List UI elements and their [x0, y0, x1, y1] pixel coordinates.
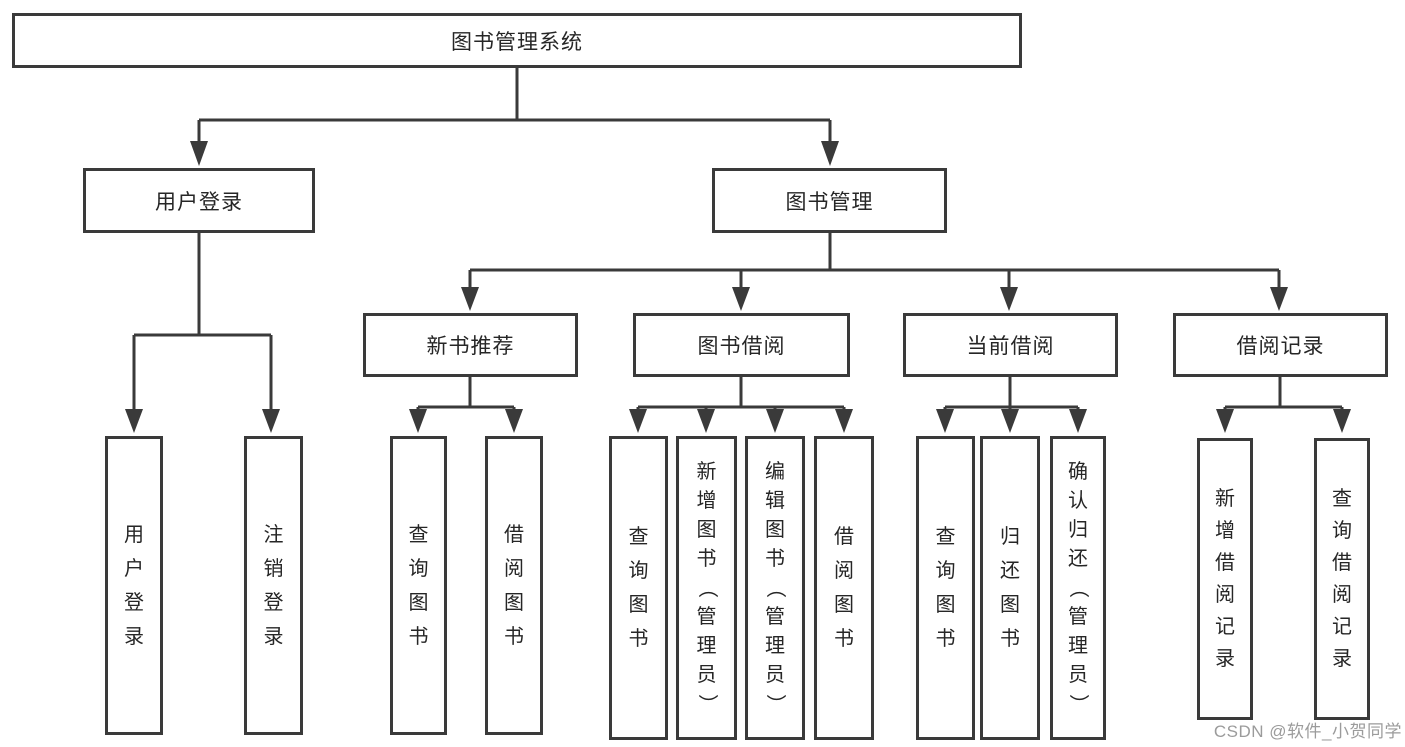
leaf-logout-label: 注销登录: [263, 523, 284, 648]
node-book-management-label: 图书管理: [785, 190, 874, 214]
node-book-management: 图书管理: [712, 168, 947, 233]
node-current-borrow-label: 当前借阅: [966, 335, 1055, 358]
leaf-user-login: 用户登录: [105, 436, 163, 735]
leaf-add-borrow-record: 新增借阅记录: [1197, 438, 1253, 720]
node-root-system-label: 图书管理系统: [451, 30, 583, 54]
leaf-return-books-label: 归还图书: [1000, 526, 1020, 650]
leaf-borrow-books-recommend: 借阅图书: [485, 436, 543, 735]
leaf-borrow-books: 借阅图书: [814, 436, 874, 740]
leaf-query-books-borrow: 查询图书: [609, 436, 668, 740]
node-borrow-records-label: 借阅记录: [1236, 335, 1325, 358]
leaf-add-books-admin: 新增图书（管理员）: [676, 436, 737, 740]
node-borrow-records: 借阅记录: [1173, 313, 1388, 377]
node-new-book-recommend-label: 新书推荐: [426, 335, 515, 358]
node-root-system: 图书管理系统: [12, 13, 1022, 68]
leaf-query-books-current: 查询图书: [916, 436, 975, 740]
leaf-return-books: 归还图书: [980, 436, 1040, 740]
leaf-edit-books-admin: 编辑图书（管理员）: [745, 436, 805, 740]
leaf-borrow-books-recommend-label: 借阅图书: [504, 523, 524, 648]
leaf-query-books-recommend: 查询图书: [390, 436, 447, 735]
leaf-query-books-borrow-label: 查询图书: [628, 526, 649, 650]
node-book-borrow: 图书借阅: [633, 313, 850, 377]
leaf-query-books-recommend-label: 查询图书: [408, 523, 429, 648]
node-new-book-recommend: 新书推荐: [363, 313, 578, 377]
leaf-logout: 注销登录: [244, 436, 303, 735]
leaf-query-borrow-record-label: 查询借阅记录: [1332, 488, 1352, 670]
node-user-login-label: 用户登录: [155, 190, 243, 214]
leaf-add-books-admin-label: 新增图书（管理员）: [695, 461, 718, 714]
leaf-confirm-return-admin-label: 确认归还（管理员）: [1067, 461, 1089, 714]
csdn-watermark: CSDN @软件_小贺同学: [1213, 722, 1402, 741]
leaf-user-login-label: 用户登录: [124, 523, 144, 648]
leaf-query-borrow-record: 查询借阅记录: [1314, 438, 1370, 720]
leaf-add-borrow-record-label: 新增借阅记录: [1215, 488, 1235, 670]
leaf-borrow-books-label: 借阅图书: [834, 526, 854, 650]
node-user-login: 用户登录: [83, 168, 315, 233]
node-book-borrow-label: 图书借阅: [697, 335, 786, 358]
leaf-confirm-return-admin: 确认归还（管理员）: [1050, 436, 1106, 740]
node-current-borrow: 当前借阅: [903, 313, 1118, 377]
leaf-edit-books-admin-label: 编辑图书（管理员）: [764, 461, 786, 714]
leaf-query-books-current-label: 查询图书: [935, 526, 956, 650]
